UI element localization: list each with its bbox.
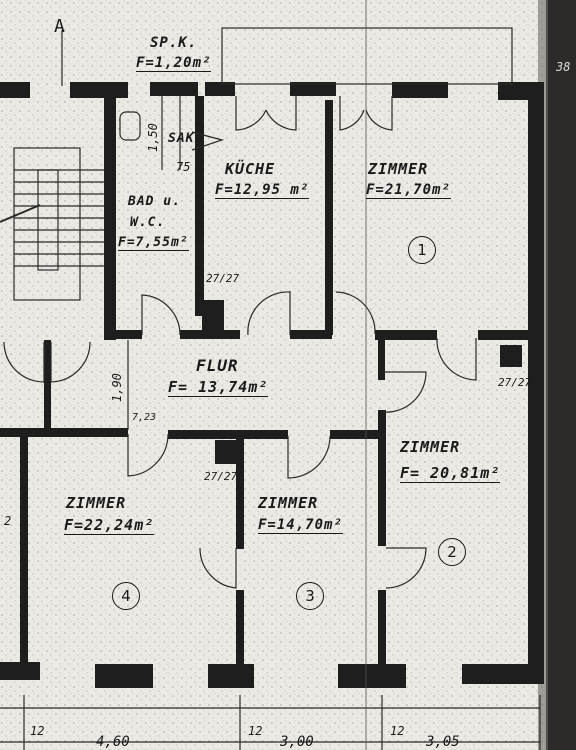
balcony-label: SP.K.: [150, 35, 198, 51]
room4-label: ZIMMER: [66, 494, 127, 512]
dim-150: 1,50: [146, 123, 160, 152]
dim-38: 38: [556, 60, 571, 74]
dim-300: 3,00: [280, 734, 314, 750]
dim-305: 3,05: [426, 734, 460, 750]
kitchen-area: F=12,95 m²: [215, 182, 310, 199]
bath-label-2: W.C.: [130, 215, 166, 230]
chimney-label-room2: 27/27: [498, 376, 532, 389]
room4-area: F=22,24m²: [64, 516, 155, 535]
bath-label-1: BAD u.: [128, 194, 181, 209]
dim-12-mid: 12: [248, 724, 263, 738]
room1-number: 1: [408, 236, 436, 264]
bath-area: F=7,55m²: [118, 235, 189, 251]
storage-label: SAK: [168, 131, 195, 146]
dim-12-right: 12: [390, 724, 405, 738]
dim-75: 75: [176, 160, 191, 174]
room3-label: ZIMMER: [258, 494, 319, 512]
walls: [0, 82, 544, 688]
room2-area: F= 20,81m²: [400, 464, 501, 483]
room4-number: 4: [112, 582, 140, 610]
room2-number: 2: [438, 538, 466, 566]
dim-2: 2: [4, 514, 12, 528]
room1-label: ZIMMER: [368, 160, 429, 178]
thin-lines: [0, 0, 541, 750]
room3-number: 3: [296, 582, 324, 610]
dim-190: 1,90: [110, 373, 124, 402]
section-marker: A: [54, 16, 66, 37]
chimney-label-kitchen: 27/27: [206, 272, 240, 285]
room1-area: F=21,70m²: [366, 182, 451, 199]
dim-12-left: 12: [30, 724, 45, 738]
hall-area: F= 13,74m²: [168, 378, 269, 397]
dim-460: 4,60: [96, 734, 130, 750]
balcony-area: F=1,20m²: [136, 55, 212, 72]
scan-shadow: [546, 0, 576, 750]
room3-area: F=14,70m²: [258, 517, 343, 534]
hall-label: FLUR: [196, 356, 239, 375]
room2-label: ZIMMER: [400, 438, 461, 456]
dim-723: 7,23: [132, 412, 157, 423]
chimney-label-hall: 27/27: [204, 470, 238, 483]
kitchen-label: KÜCHE: [225, 160, 276, 178]
